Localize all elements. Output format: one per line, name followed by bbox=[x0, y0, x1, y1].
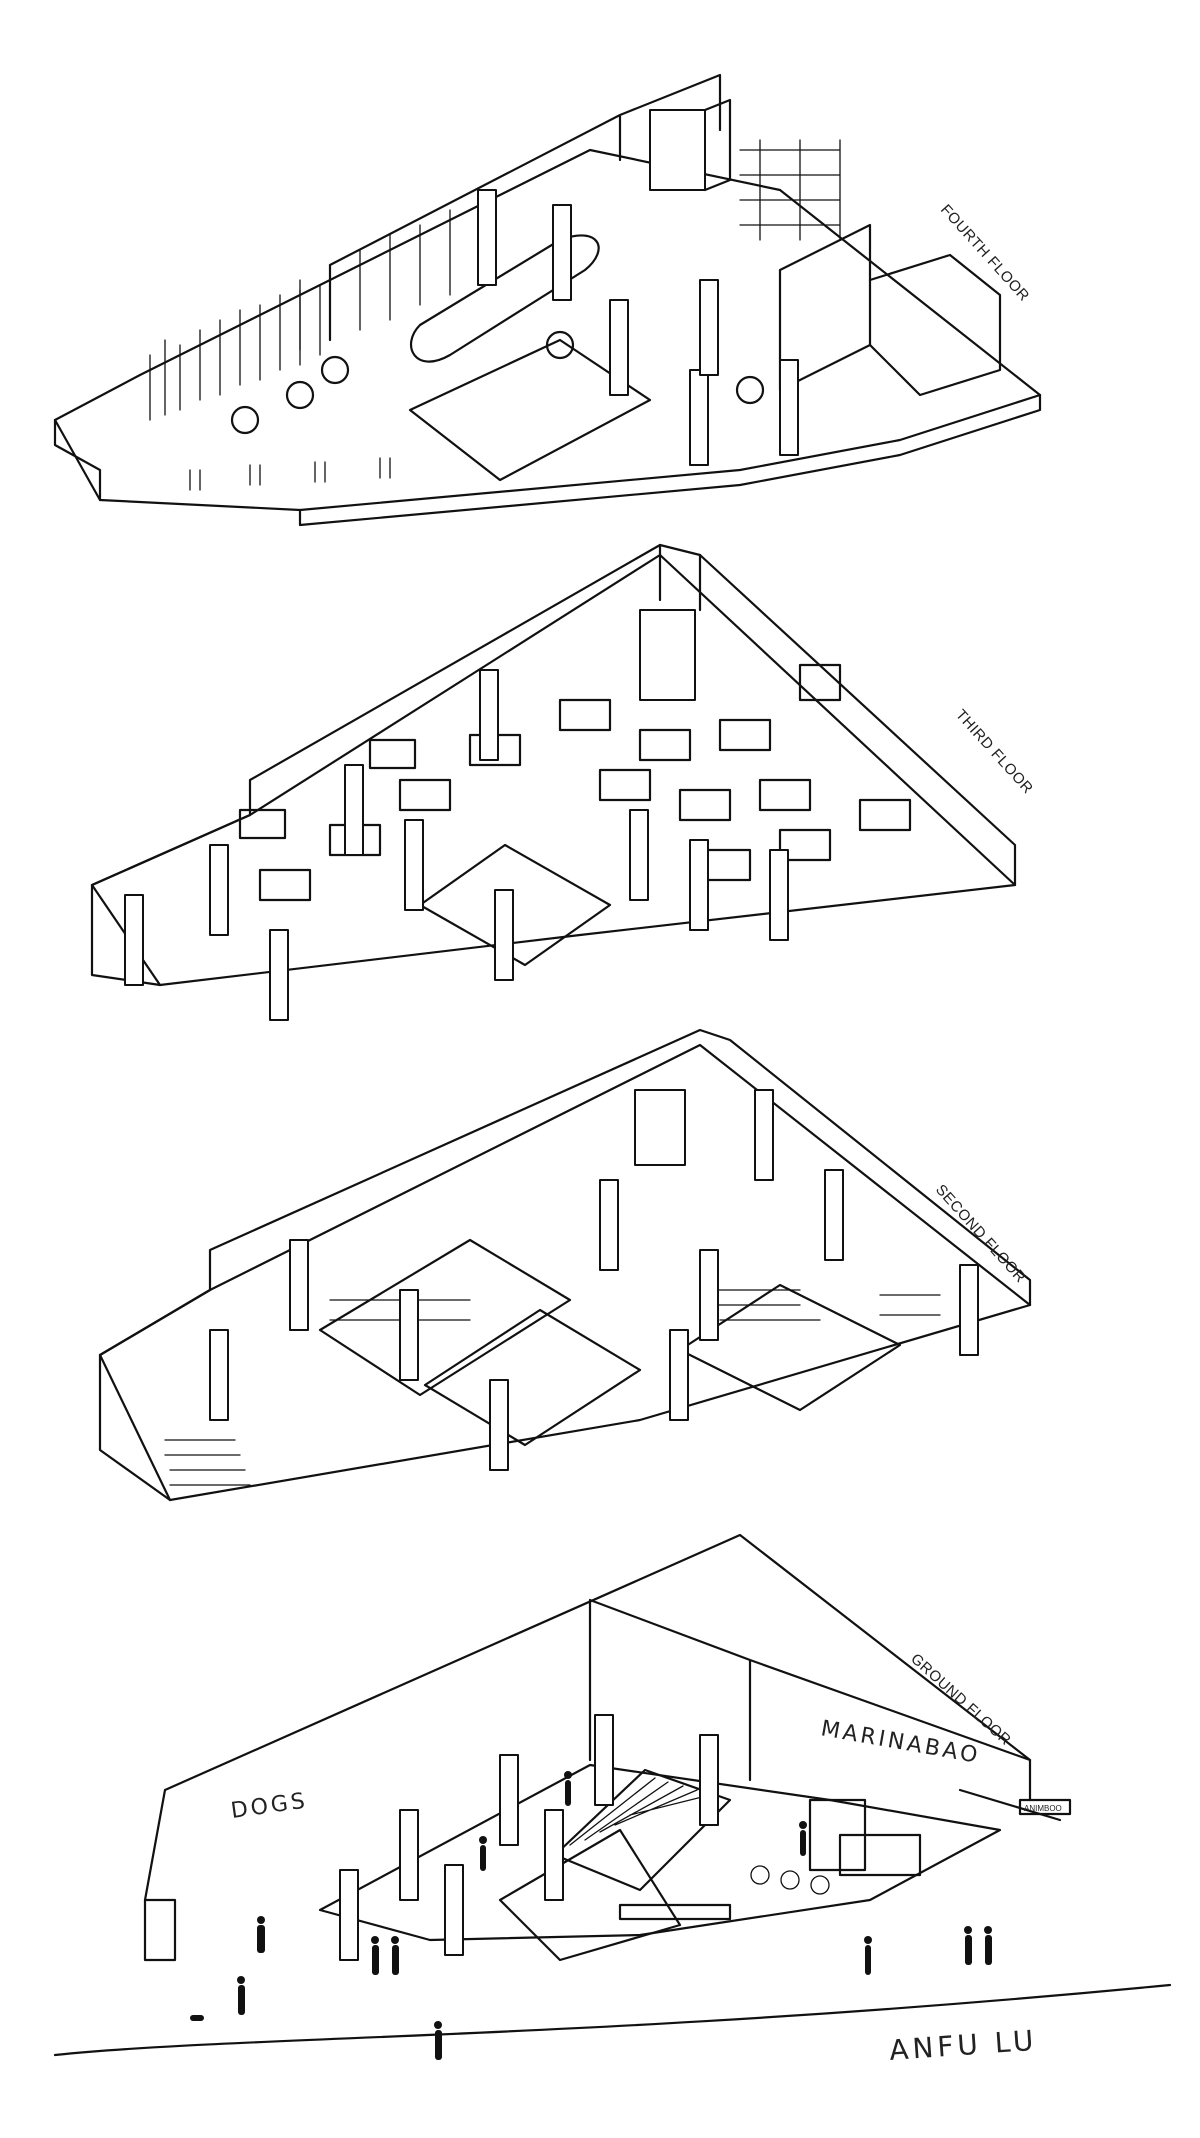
floor-label-third: THIRD FLOOR bbox=[952, 706, 1036, 797]
ground-roof-edge bbox=[143, 1533, 1032, 1902]
second-column bbox=[959, 1264, 979, 1356]
ground-column bbox=[499, 1754, 519, 1846]
second-column bbox=[669, 1329, 689, 1421]
second-column bbox=[399, 1289, 419, 1381]
fourth-wall-panels bbox=[299, 209, 451, 351]
floor-label-second: SECOND FLOOR bbox=[932, 1181, 1029, 1286]
ground-stepped-base bbox=[498, 1828, 682, 1962]
fourth-column bbox=[552, 204, 572, 301]
third-column bbox=[124, 894, 144, 986]
second-column bbox=[599, 1179, 619, 1271]
second-column bbox=[699, 1249, 719, 1341]
ground-walls bbox=[588, 1598, 1062, 1822]
second-core bbox=[634, 1089, 686, 1166]
second-floor: SECOND FLOOR bbox=[98, 1028, 1032, 1502]
second-walls bbox=[98, 1028, 1032, 1502]
second-floor-slab bbox=[98, 1043, 1032, 1502]
ground-column bbox=[444, 1864, 464, 1956]
ground-stair-treads bbox=[569, 1777, 711, 1846]
ground-bench bbox=[618, 1903, 732, 1921]
third-floor: THIRD FLOOR bbox=[90, 543, 1036, 1021]
third-stair-void bbox=[418, 843, 612, 967]
fourth-floor-slab bbox=[53, 148, 1042, 512]
second-column bbox=[489, 1379, 509, 1471]
street-curb bbox=[53, 1983, 1172, 2057]
ground-stool bbox=[750, 1865, 770, 1885]
third-column bbox=[209, 844, 229, 936]
ground-stair bbox=[553, 1768, 732, 1892]
third-core bbox=[639, 609, 696, 701]
fourth-table bbox=[735, 375, 765, 405]
fourth-stools bbox=[189, 457, 391, 491]
fourth-shelves bbox=[739, 139, 841, 241]
ground-column bbox=[699, 1734, 719, 1826]
third-window bbox=[798, 663, 842, 702]
third-floor-slab bbox=[90, 553, 1017, 987]
second-tile-area bbox=[318, 1238, 572, 1397]
ground-stool bbox=[780, 1870, 800, 1890]
fourth-column bbox=[477, 189, 497, 286]
fourth-table bbox=[545, 330, 575, 360]
fourth-table bbox=[230, 405, 260, 435]
fourth-back-wall bbox=[328, 73, 722, 342]
third-walls bbox=[90, 543, 1017, 987]
ground-small-sign bbox=[1018, 1798, 1072, 1816]
third-column bbox=[689, 839, 709, 931]
second-column bbox=[754, 1089, 774, 1181]
fourth-core-side bbox=[703, 98, 732, 192]
third-column bbox=[479, 669, 499, 761]
dog-station bbox=[143, 1898, 177, 1962]
ground-column bbox=[399, 1809, 419, 1901]
third-column bbox=[769, 849, 789, 941]
second-column bbox=[209, 1329, 229, 1421]
second-column bbox=[289, 1239, 309, 1331]
third-corner bbox=[658, 543, 702, 612]
ground-column bbox=[339, 1869, 359, 1961]
ground-column bbox=[594, 1714, 614, 1806]
ground-small-sign-text: ANIMBOO bbox=[1024, 1804, 1062, 1813]
third-column bbox=[269, 929, 289, 1021]
third-column bbox=[404, 819, 424, 911]
fourth-column bbox=[779, 359, 799, 456]
fourth-floor-edge bbox=[53, 393, 1042, 527]
street-name: ANFU LU bbox=[888, 2024, 1038, 2067]
fourth-column bbox=[609, 299, 629, 396]
fourth-stair-void bbox=[408, 338, 652, 482]
annotation-shop-sign: MARINABAO bbox=[819, 1716, 982, 1769]
ground-column bbox=[544, 1809, 564, 1901]
fourth-bar-counter bbox=[410, 234, 600, 363]
annotation-dogs: DOGS bbox=[229, 1788, 309, 1824]
people-silhouettes bbox=[190, 1771, 992, 2060]
third-column bbox=[344, 764, 364, 856]
second-stairs bbox=[164, 1439, 251, 1486]
ground-floor-slab bbox=[318, 1763, 1002, 1942]
ground-shop-counter bbox=[838, 1833, 922, 1877]
fourth-column bbox=[689, 369, 709, 466]
third-window bbox=[368, 738, 417, 770]
fourth-column bbox=[699, 279, 719, 376]
third-column bbox=[494, 889, 514, 981]
fourth-table bbox=[320, 355, 350, 385]
ground-floor: ANIMBOO DOGS MARIN bbox=[53, 1533, 1172, 2067]
fourth-table bbox=[285, 380, 315, 410]
floor-label-fourth: FOURTH FLOOR bbox=[937, 201, 1033, 305]
third-window bbox=[238, 808, 287, 840]
fourth-planting bbox=[149, 284, 321, 421]
second-column bbox=[824, 1169, 844, 1261]
second-shelving bbox=[329, 1289, 941, 1321]
second-woven-area bbox=[678, 1283, 902, 1412]
fourth-floor: FOURTH FLOOR bbox=[53, 73, 1042, 527]
fourth-room-b bbox=[868, 253, 1002, 397]
third-column bbox=[629, 809, 649, 901]
fourth-core bbox=[649, 109, 706, 191]
ground-stool bbox=[810, 1875, 830, 1895]
